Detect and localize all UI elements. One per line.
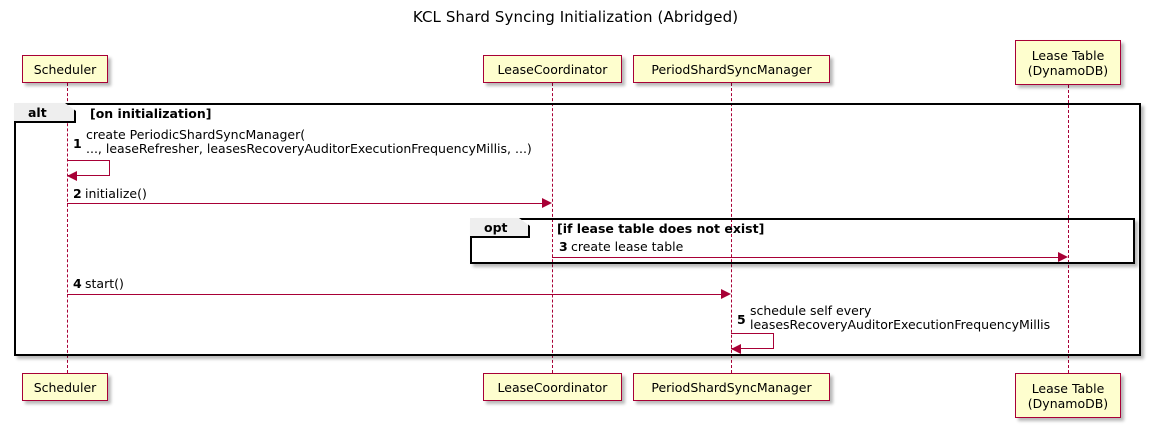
participant-lease-table-top[interactable]: Lease Table (DynamoDB) — [1015, 40, 1121, 85]
message-3-arrowhead — [1058, 252, 1068, 262]
alt-frame-condition: [on initialization] — [90, 106, 212, 121]
opt-frame-tab: opt — [470, 218, 530, 238]
participant-lease-coordinator-top[interactable]: LeaseCoordinator — [483, 55, 622, 83]
message-2-line — [67, 203, 543, 204]
message-2-number: 2 — [73, 186, 82, 201]
lifeline-lease-coordinator — [552, 83, 553, 373]
participant-scheduler-bottom[interactable]: Scheduler — [22, 373, 108, 401]
message-5-label: schedule self every leasesRecoveryAudito… — [750, 303, 1051, 332]
alt-frame-tab: alt — [14, 103, 76, 123]
message-3-label: create lease table — [571, 239, 684, 254]
participant-period-shard-sync-manager-top[interactable]: PeriodShardSyncManager — [633, 55, 830, 83]
message-1-arrowhead — [67, 171, 77, 181]
message-5-number: 5 — [737, 312, 746, 327]
message-3-number: 3 — [559, 239, 568, 254]
lifeline-period-shard-sync-manager — [731, 83, 732, 373]
participant-period-shard-sync-manager-bottom[interactable]: PeriodShardSyncManager — [633, 373, 830, 401]
opt-frame — [470, 218, 1135, 264]
opt-frame-condition: [if lease table does not exist] — [557, 221, 765, 236]
participant-scheduler-top[interactable]: Scheduler — [22, 55, 108, 83]
message-2-label: initialize() — [85, 186, 147, 201]
message-1-self-loop — [67, 160, 110, 176]
participant-lease-coordinator-bottom[interactable]: LeaseCoordinator — [483, 373, 622, 401]
message-4-line — [67, 294, 722, 295]
lifeline-scheduler — [67, 83, 68, 373]
message-1-number: 1 — [73, 136, 82, 151]
message-5-self-loop — [731, 333, 774, 349]
message-1-label: create PeriodicShardSyncManager( ..., le… — [86, 127, 532, 156]
opt-frame-tab-label: opt — [484, 219, 508, 235]
message-4-arrowhead — [721, 289, 731, 299]
alt-frame — [14, 103, 1141, 356]
message-3-line — [552, 257, 1059, 258]
message-5-arrowhead — [731, 344, 741, 354]
message-4-number: 4 — [73, 276, 82, 291]
diagram-title: KCL Shard Syncing Initialization (Abridg… — [412, 8, 739, 26]
message-4-label: start() — [85, 276, 124, 291]
message-2-arrowhead — [542, 198, 552, 208]
alt-frame-tab-label: alt — [28, 104, 47, 120]
lifeline-lease-table — [1068, 85, 1069, 373]
participant-lease-table-bottom[interactable]: Lease Table (DynamoDB) — [1015, 373, 1121, 418]
